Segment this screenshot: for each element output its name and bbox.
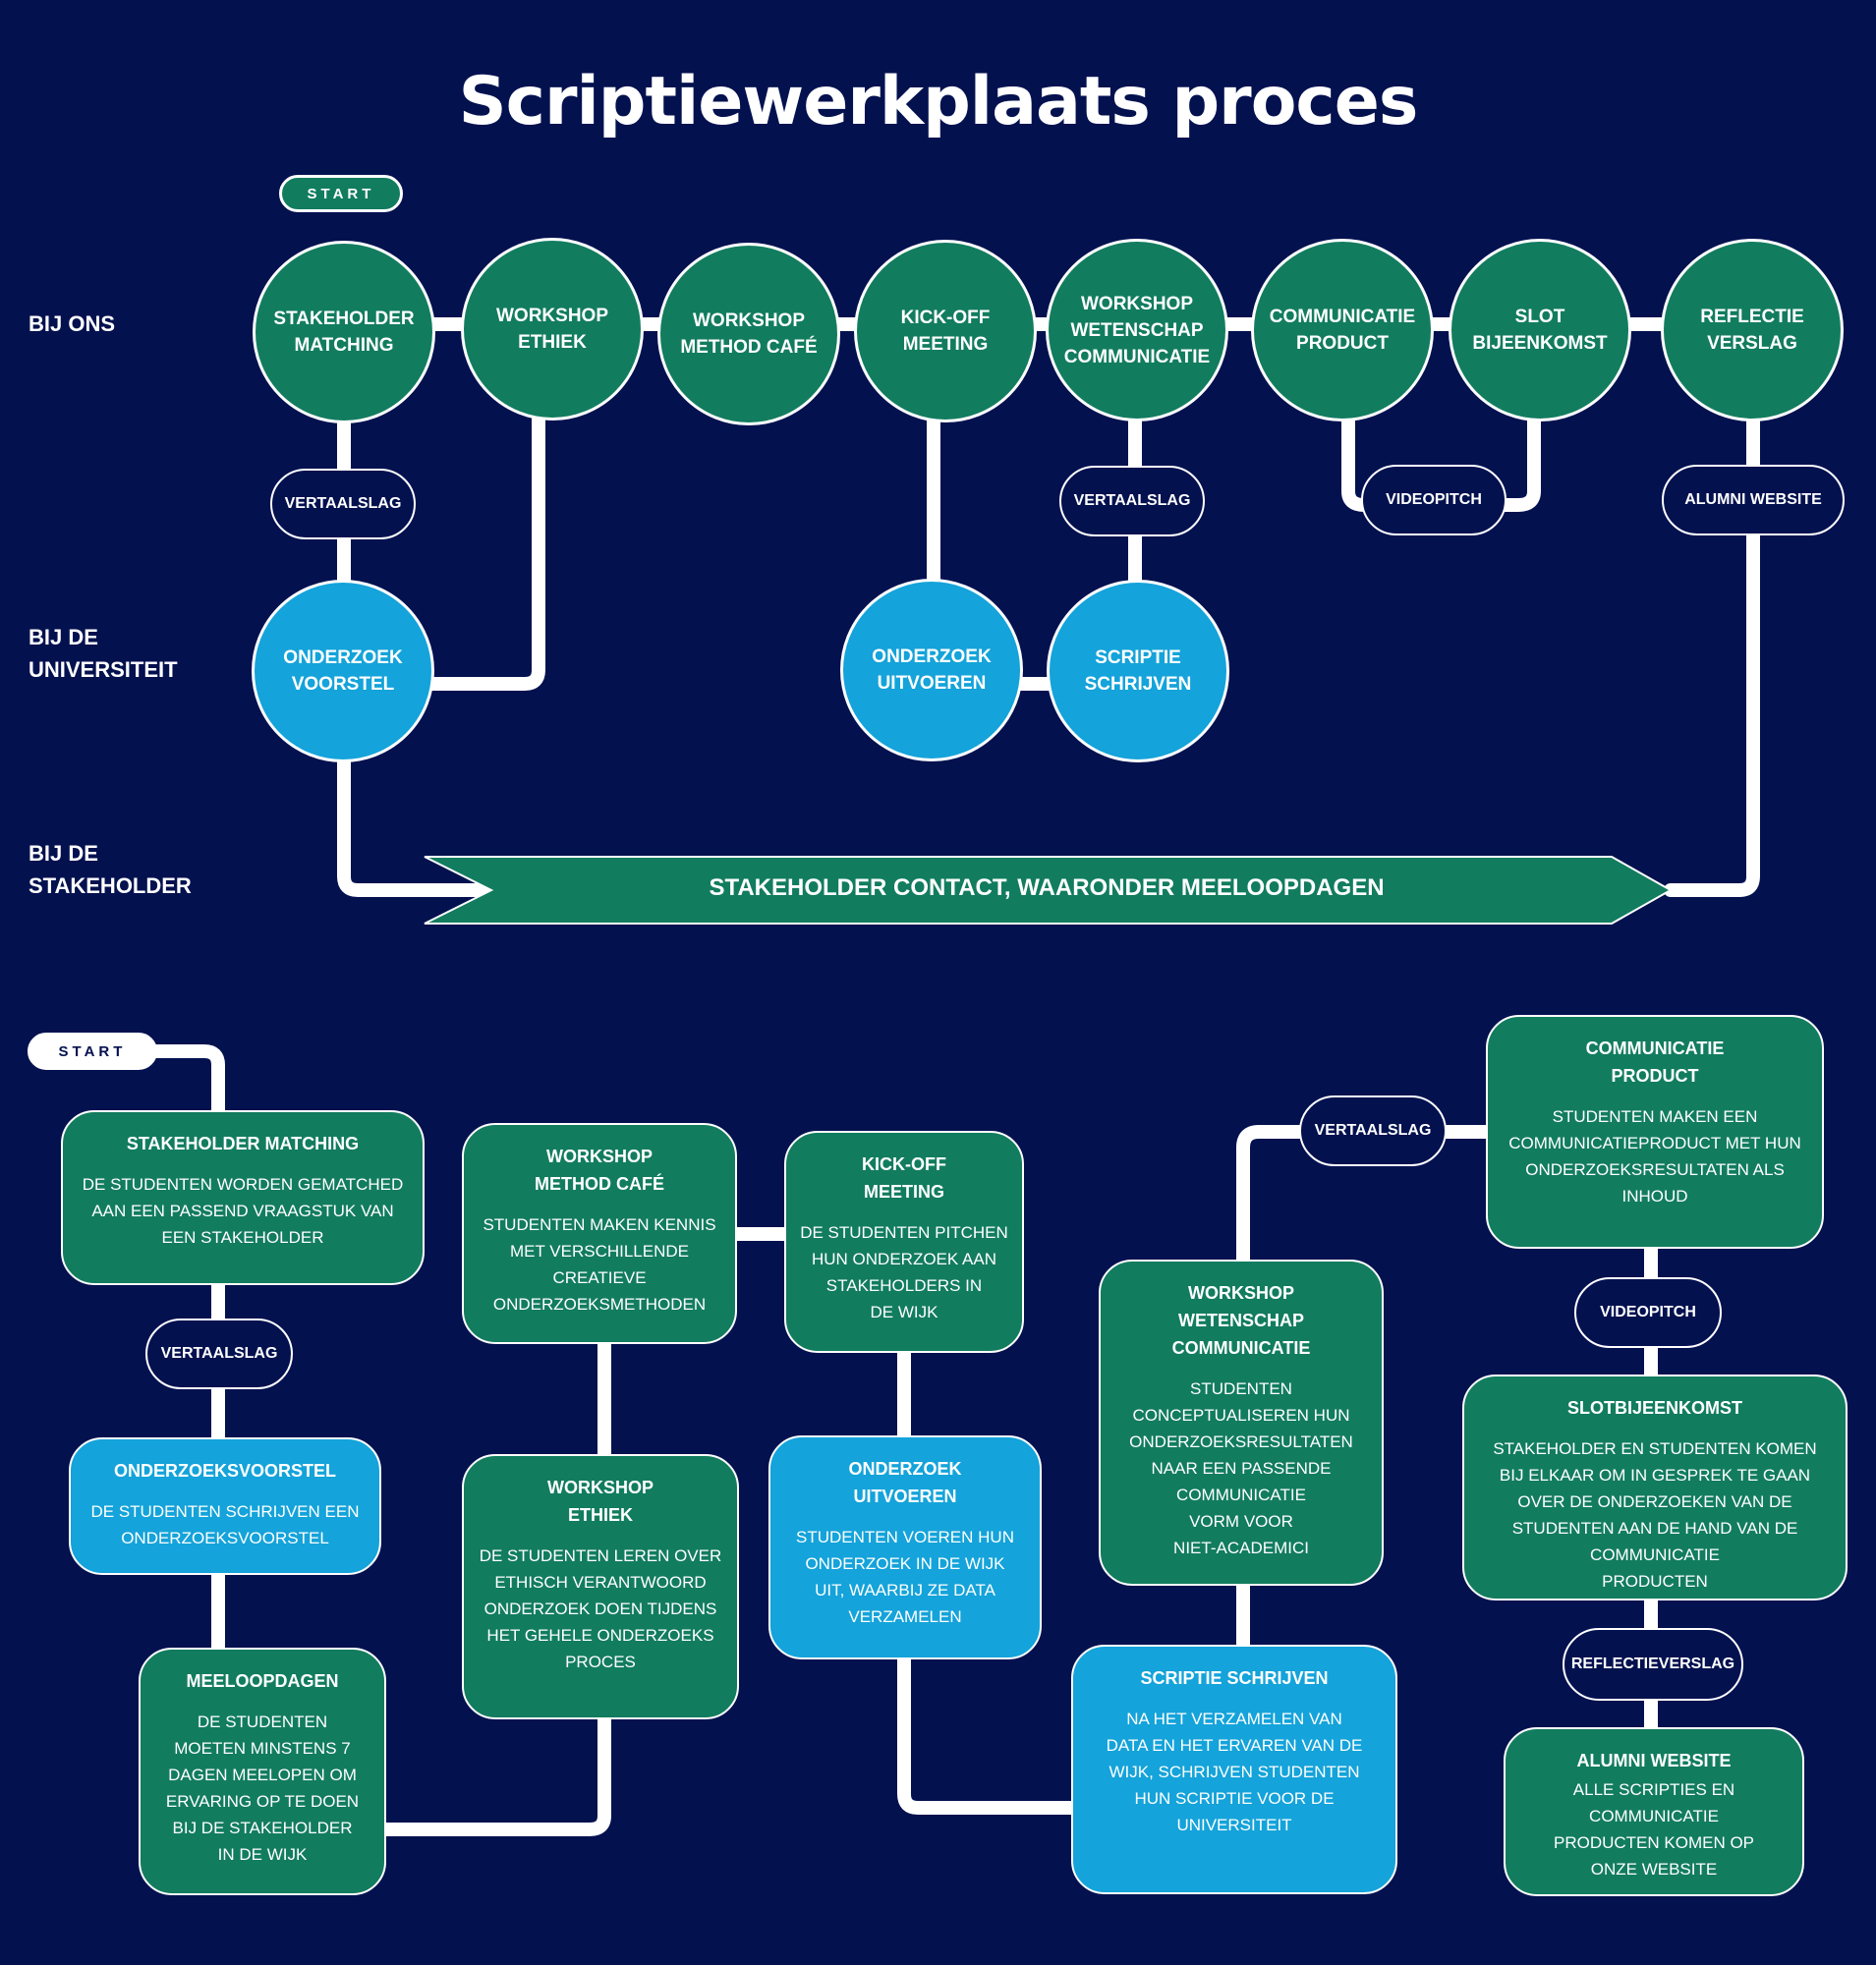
card-workshop-wetenschap-communicatie: WORKSHOP WETENSCHAP COMMUNICATIE STUDENT… xyxy=(1099,1260,1384,1586)
card-title: STAKEHOLDER MATCHING xyxy=(126,1134,360,1153)
card-title: WORKSHOP ETHIEK xyxy=(547,1478,654,1525)
start-badge-top: START xyxy=(279,175,403,212)
card-communicatie-product: COMMUNICATIE PRODUCT STUDENTEN MAKEN EEN… xyxy=(1486,1015,1824,1249)
pill-vertaalslag-bottom-1: VERTAALSLAG xyxy=(145,1319,293,1389)
step-stakeholder-matching: STAKEHOLDER MATCHING xyxy=(253,241,435,423)
card-alumni-website: ALUMNI WEBSITE ALLE SCRIPTIES EN COMMUNI… xyxy=(1504,1727,1804,1896)
card-meeloopdagen: MEELOOPDAGEN DE STUDENTEN MOETEN MINSTEN… xyxy=(139,1648,386,1895)
pill-videopitch-bottom: VIDEOPITCH xyxy=(1574,1277,1722,1348)
card-description: STUDENTEN MAKEN EEN COMMUNICATIEPRODUCT … xyxy=(1508,1107,1801,1206)
card-title: MEELOOPDAGEN xyxy=(186,1671,339,1691)
step-reflectie-verslag: REFLECTIE VERSLAG xyxy=(1661,239,1844,421)
card-title: COMMUNICATIE PRODUCT xyxy=(1585,1039,1725,1086)
step-kick-off-meeting: KICK-OFF MEETING xyxy=(854,240,1037,422)
lane-label-bij-de-stakeholder: BIJ DE STAKEHOLDER xyxy=(28,841,192,898)
card-title: ALUMNI WEBSITE xyxy=(1576,1751,1732,1770)
card-onderzoeksvoorstel: ONDERZOEKSVOORSTEL DE STUDENTEN SCHRIJVE… xyxy=(69,1437,381,1575)
card-stakeholder-matching: STAKEHOLDER MATCHING DE STUDENTEN WORDEN… xyxy=(61,1110,425,1285)
pill-alumni-website: ALUMNI WEBSITE xyxy=(1662,465,1845,535)
step-communicatie-product: COMMUNICATIE PRODUCT xyxy=(1251,239,1434,421)
step-scriptie-schrijven: SCRIPTIE SCHRIJVEN xyxy=(1047,580,1229,762)
card-description: DE STUDENTEN MOETEN MINSTENS 7 DAGEN MEE… xyxy=(165,1712,360,1864)
card-title: KICK-OFF MEETING xyxy=(862,1154,946,1202)
lane-label-bij-de-universiteit: BIJ DE UNIVERSITEIT xyxy=(28,625,178,682)
card-slotbijeenkomst: SLOTBIJEENKOMST STAKEHOLDER EN STUDENTEN… xyxy=(1462,1375,1848,1600)
step-onderzoek-voorstel: ONDERZOEK VOORSTEL xyxy=(252,580,434,762)
card-description: STUDENTEN VOEREN HUN ONDERZOEK IN DE WIJ… xyxy=(796,1528,1014,1626)
card-title: WORKSHOP WETENSCHAP COMMUNICATIE xyxy=(1171,1283,1311,1358)
card-description: DE STUDENTEN PITCHEN HUN ONDERZOEK AAN S… xyxy=(800,1223,1008,1321)
card-description: NA HET VERZAMELEN VAN DATA EN HET ERVARE… xyxy=(1106,1710,1363,1834)
card-workshop-ethiek: WORKSHOP ETHIEK DE STUDENTEN LEREN OVER … xyxy=(462,1454,739,1719)
card-onderzoek-uitvoeren: ONDERZOEK UITVOEREN STUDENTEN VOEREN HUN… xyxy=(768,1435,1042,1659)
stakeholder-contact-arrow xyxy=(424,856,1674,925)
card-description: DE STUDENTEN SCHRIJVEN EEN ONDERZOEKSVOO… xyxy=(90,1502,360,1547)
pill-reflectieverslag: REFLECTIEVERSLAG xyxy=(1563,1628,1743,1701)
card-workshop-method-cafe: WORKSHOP METHOD CAFÉ STUDENTEN MAKEN KEN… xyxy=(462,1123,737,1344)
step-workshop-ethiek: WORKSHOP ETHIEK xyxy=(461,238,644,421)
pill-vertaalslag-bottom-2: VERTAALSLAG xyxy=(1299,1095,1447,1166)
card-kick-off-meeting: KICK-OFF MEETING DE STUDENTEN PITCHEN HU… xyxy=(784,1131,1024,1353)
card-title: ONDERZOEK UITVOEREN xyxy=(848,1459,962,1506)
card-scriptie-schrijven: SCRIPTIE SCHRIJVEN NA HET VERZAMELEN VAN… xyxy=(1071,1645,1397,1894)
pill-vertaalslag-1: VERTAALSLAG xyxy=(270,469,416,539)
pill-vertaalslag-2: VERTAALSLAG xyxy=(1059,466,1205,536)
step-workshop-wetenschap-communicatie: WORKSHOP WETENSCHAP COMMUNICATIE xyxy=(1046,239,1228,421)
step-slot-bijeenkomst: SLOT BIJEENKOMST xyxy=(1449,239,1631,421)
card-description: STAKEHOLDER EN STUDENTEN KOMEN BIJ ELKAA… xyxy=(1493,1439,1817,1591)
card-description: DE STUDENTEN WORDEN GEMATCHED AAN EEN PA… xyxy=(82,1175,404,1247)
card-description: STUDENTEN MAKEN KENNIS MET VERSCHILLENDE… xyxy=(483,1215,716,1314)
card-description: DE STUDENTEN LEREN OVER ETHISCH VERANTWO… xyxy=(479,1546,722,1671)
step-onderzoek-uitvoeren: ONDERZOEK UITVOEREN xyxy=(840,579,1023,761)
lane-label-bij-ons: BIJ ONS xyxy=(28,311,116,336)
start-badge-bottom: START xyxy=(28,1033,157,1070)
pill-videopitch: VIDEOPITCH xyxy=(1361,465,1506,535)
page-title: Scriptiewerkplaats proces xyxy=(458,63,1419,140)
card-title: WORKSHOP METHOD CAFÉ xyxy=(535,1147,664,1194)
card-title: ONDERZOEKSVOORSTEL xyxy=(113,1461,337,1481)
card-description: STUDENTEN CONCEPTUALISEREN HUN ONDERZOEK… xyxy=(1129,1379,1353,1557)
stakeholder-contact-label: STAKEHOLDER CONTACT, WAARONDER MEELOOPDA… xyxy=(709,874,1385,901)
card-title: SCRIPTIE SCHRIJVEN xyxy=(1140,1668,1329,1688)
card-description: ALLE SCRIPTIES EN COMMUNICATIE PRODUCTEN… xyxy=(1553,1780,1755,1879)
card-title: SLOTBIJEENKOMST xyxy=(1566,1398,1742,1418)
step-workshop-method-cafe: WORKSHOP METHOD CAFÉ xyxy=(657,243,840,425)
